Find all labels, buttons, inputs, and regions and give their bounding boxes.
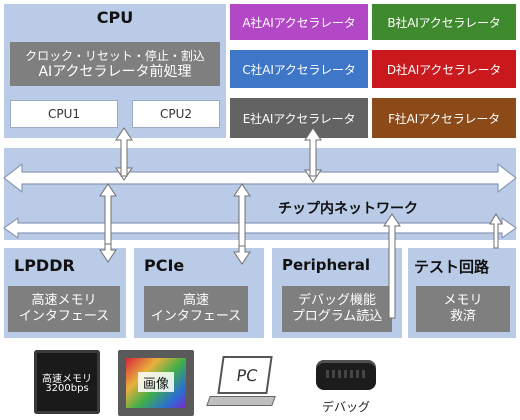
- lpddr-line2: インタフェース: [18, 309, 110, 324]
- cpu-core-2: CPU2: [132, 100, 220, 128]
- test-circuit-block: テスト回路 メモリ 救済: [408, 248, 516, 338]
- accelerator-d: D社AIアクセラレータ: [372, 50, 516, 88]
- connector-peripheral: [383, 213, 401, 319]
- network-label: チップ内ネットワーク: [278, 201, 418, 217]
- lpddr-block: LPDDR 高速メモリ インタフェース: [4, 248, 126, 338]
- peripheral-line2: プログラム読込: [291, 309, 383, 324]
- accelerator-c: C社AIアクセラレータ: [230, 50, 368, 88]
- connector-lpddr: [99, 183, 117, 249]
- pcie-interface-box: 高速 インタフェース: [144, 286, 248, 332]
- cpu-function-line2: AIアクセラレータ前処理: [38, 64, 192, 80]
- pcie-block: PCIe 高速 インタフェース: [134, 248, 264, 338]
- pc-label: PC: [235, 366, 259, 385]
- pcie-line2: インタフェース: [150, 309, 242, 324]
- bus-arrow-top: [3, 163, 517, 193]
- test-circuit-box: メモリ 救済: [416, 286, 510, 332]
- memory-chip-image: 高速メモリ 3200bps: [34, 350, 100, 414]
- pcie-line1: 高速: [182, 293, 209, 308]
- cpu-function-box: クロック・リセット・停止・割込 AIアクセラレータ前処理: [10, 42, 220, 86]
- debug-device-grip: [326, 370, 366, 378]
- accelerator-a: A社AIアクセラレータ: [230, 4, 368, 40]
- cpu-title: CPU: [96, 8, 134, 27]
- peripheral-block: Peripheral デバッグ機能 プログラム読込: [272, 248, 402, 338]
- cpu-core-1: CPU1: [10, 100, 118, 128]
- connector-test-circuit: [489, 213, 503, 249]
- lpddr-title: LPDDR: [14, 256, 75, 275]
- pcie-title: PCIe: [144, 256, 185, 275]
- test-circuit-line1: メモリ: [443, 293, 483, 308]
- image-sensor-image: 画像: [118, 350, 194, 416]
- peripheral-line1: デバッグ機能: [297, 293, 376, 308]
- debug-caption: デバッグ: [321, 400, 370, 414]
- cpu-block: CPU クロック・リセット・停止・割込 AIアクセラレータ前処理 CPU1 CP…: [4, 4, 226, 138]
- connector-pcie-head: [233, 245, 251, 265]
- lpddr-interface-box: 高速メモリ インタフェース: [8, 286, 120, 332]
- connector-accelerator-2: [304, 169, 322, 183]
- peripheral-function-box: デバッグ機能 プログラム読込: [282, 286, 392, 332]
- cpu-function-line1: クロック・リセット・停止・割込: [25, 49, 205, 63]
- laptop-screen: PC: [217, 356, 273, 394]
- lpddr-line1: 高速メモリ: [31, 293, 97, 308]
- debug-device-image: [316, 360, 376, 390]
- test-circuit-line2: 救済: [449, 309, 476, 324]
- connector-lpddr-head: [99, 243, 117, 263]
- peripheral-title: Peripheral: [282, 256, 370, 274]
- accelerator-b: B社AIアクセラレータ: [372, 4, 516, 40]
- image-sensor-label: 画像: [138, 372, 174, 392]
- test-circuit-title: テスト回路: [414, 258, 490, 276]
- pc-image: PC: [206, 352, 278, 412]
- bus-arrow-bottom: [3, 217, 517, 239]
- memory-chip-line2: 3200bps: [45, 383, 89, 394]
- accelerator-f: F社AIアクセラレータ: [372, 98, 516, 138]
- memory-chip-line1: 高速メモリ: [42, 374, 92, 385]
- connector-cpu-2: [115, 167, 133, 181]
- laptop-base: [206, 396, 276, 406]
- connector-pcie: [233, 183, 251, 251]
- connector-accelerator: [304, 127, 322, 177]
- accelerator-e: E社AIアクセラレータ: [230, 98, 368, 138]
